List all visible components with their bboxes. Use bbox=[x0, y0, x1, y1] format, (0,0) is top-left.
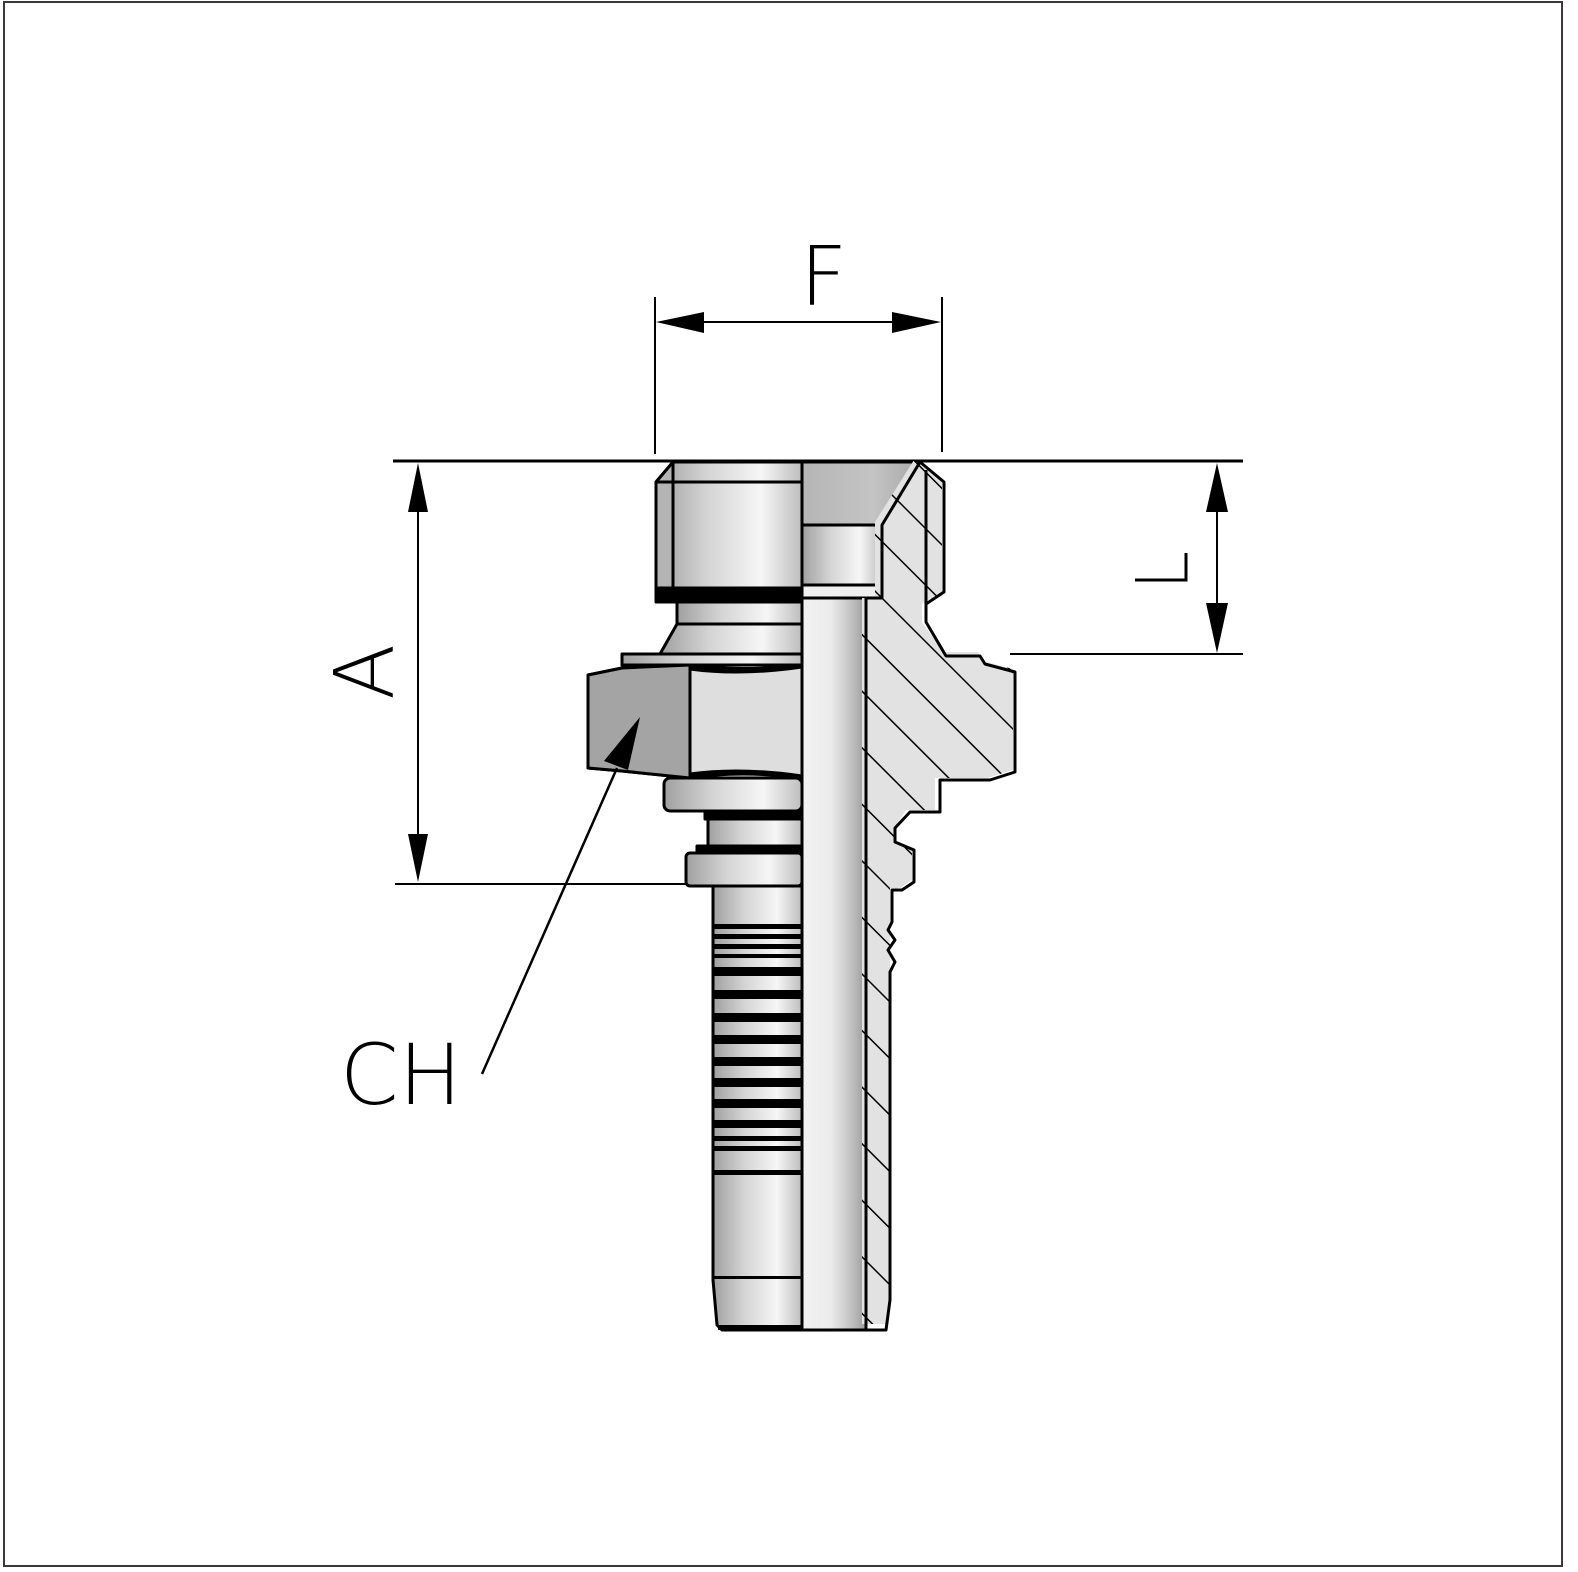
arrowhead-down-icon bbox=[408, 834, 428, 882]
dimension-ch: CH bbox=[340, 717, 640, 1124]
fitting-exterior bbox=[586, 460, 804, 1332]
bore bbox=[800, 596, 868, 1332]
dimension-f: F bbox=[654, 230, 943, 454]
dimension-label-a: A bbox=[318, 644, 413, 700]
dimension-label-l-glyph bbox=[1135, 553, 1188, 582]
fitting-section bbox=[800, 460, 1017, 1332]
dimension-label-ch: CH bbox=[340, 1026, 462, 1124]
dimension-label-f: F bbox=[800, 230, 847, 325]
hex-nut-dark-face bbox=[586, 663, 692, 780]
arrowhead-left-icon bbox=[656, 312, 704, 333]
arrowhead-up-icon bbox=[1206, 463, 1228, 512]
hose-tail-serrations bbox=[712, 924, 802, 1330]
leader-arrowhead-icon bbox=[604, 717, 640, 770]
dimension-a: A bbox=[318, 463, 690, 885]
dimension-l bbox=[1010, 463, 1243, 655]
arrowhead-down-icon bbox=[1206, 603, 1228, 653]
arrowhead-up-icon bbox=[408, 463, 428, 512]
arrowhead-right-icon bbox=[892, 312, 941, 333]
